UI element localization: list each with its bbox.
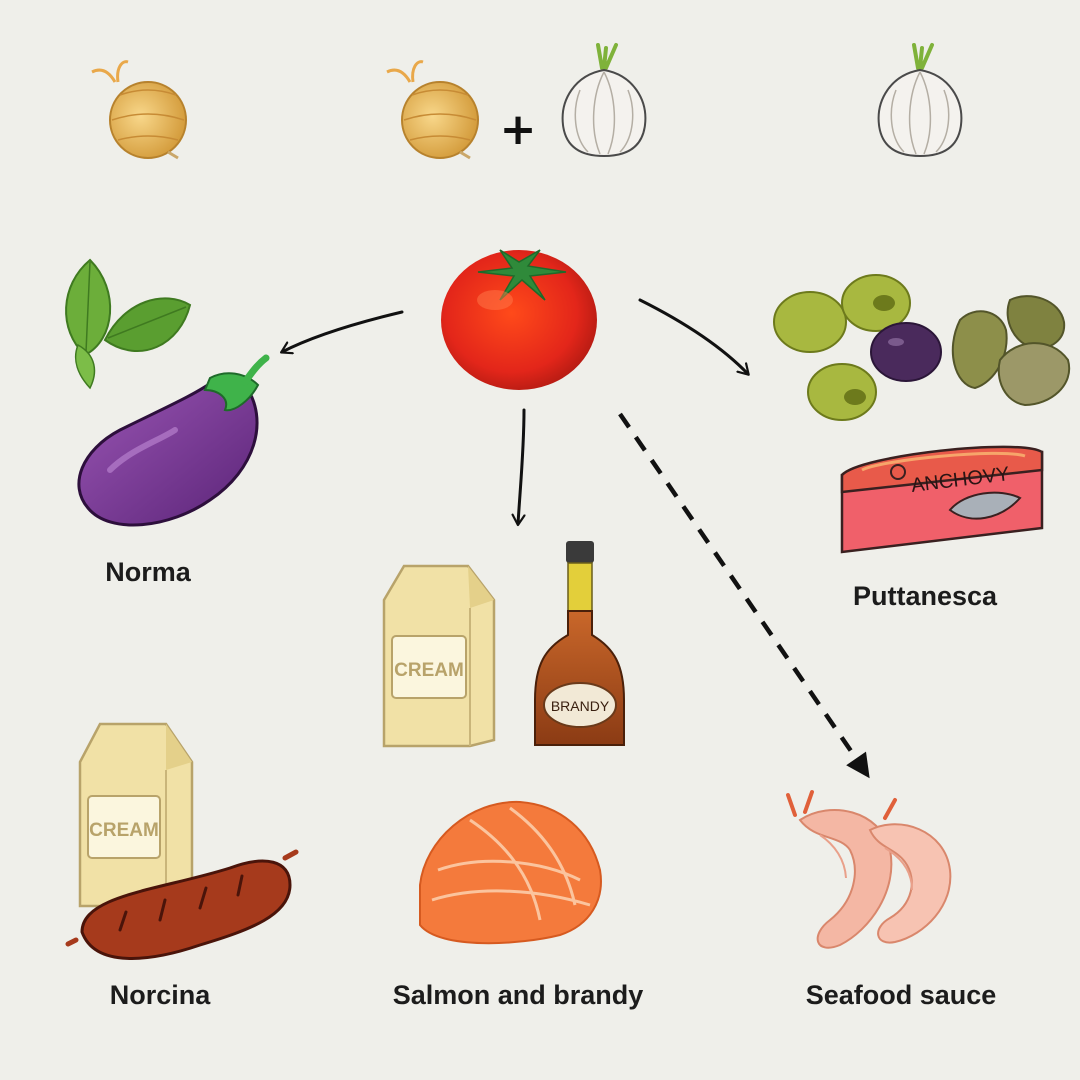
- arrow-to-puttanesca: [638, 298, 748, 374]
- green-olive-icon: [773, 274, 911, 421]
- cream-label: CREAM: [394, 660, 464, 681]
- eggplant-icon: [77, 354, 270, 527]
- salmon-brandy-label: Salmon and brandy: [392, 980, 644, 1010]
- tomato-icon: [441, 249, 597, 390]
- brandy-label: BRANDY: [551, 698, 610, 714]
- sausage-icon: [65, 849, 299, 960]
- norma-label: Norma: [105, 557, 191, 587]
- brandy-bottle-icon: BRANDY: [534, 541, 625, 746]
- arrow-to-norma: [282, 310, 404, 352]
- norcina-label: Norcina: [109, 980, 211, 1010]
- caper-icon: [951, 295, 1071, 407]
- cream-carton-icon: CREAM: [78, 722, 194, 908]
- garlic-icon: [877, 43, 963, 158]
- shrimp-icon: [786, 790, 952, 949]
- puttanesca-label: Puttanesca: [852, 581, 998, 611]
- plus-operator: +: [499, 104, 537, 155]
- onion-icon: [91, 60, 187, 160]
- garlic-icon: [561, 43, 647, 158]
- salmon-icon: [419, 800, 602, 945]
- cream-carton-icon: CREAM: [382, 564, 496, 748]
- black-olive-icon: [870, 322, 942, 382]
- arrow-to-salmon: [518, 408, 524, 524]
- basil-icon: [65, 258, 192, 390]
- anchovy-tin-icon: ANCHOVY: [840, 445, 1044, 554]
- cream-label: CREAM: [89, 820, 159, 841]
- arrow-to-seafood: [618, 412, 870, 779]
- onion-icon: [386, 60, 479, 160]
- seafood-sauce-label: Seafood sauce: [805, 980, 997, 1010]
